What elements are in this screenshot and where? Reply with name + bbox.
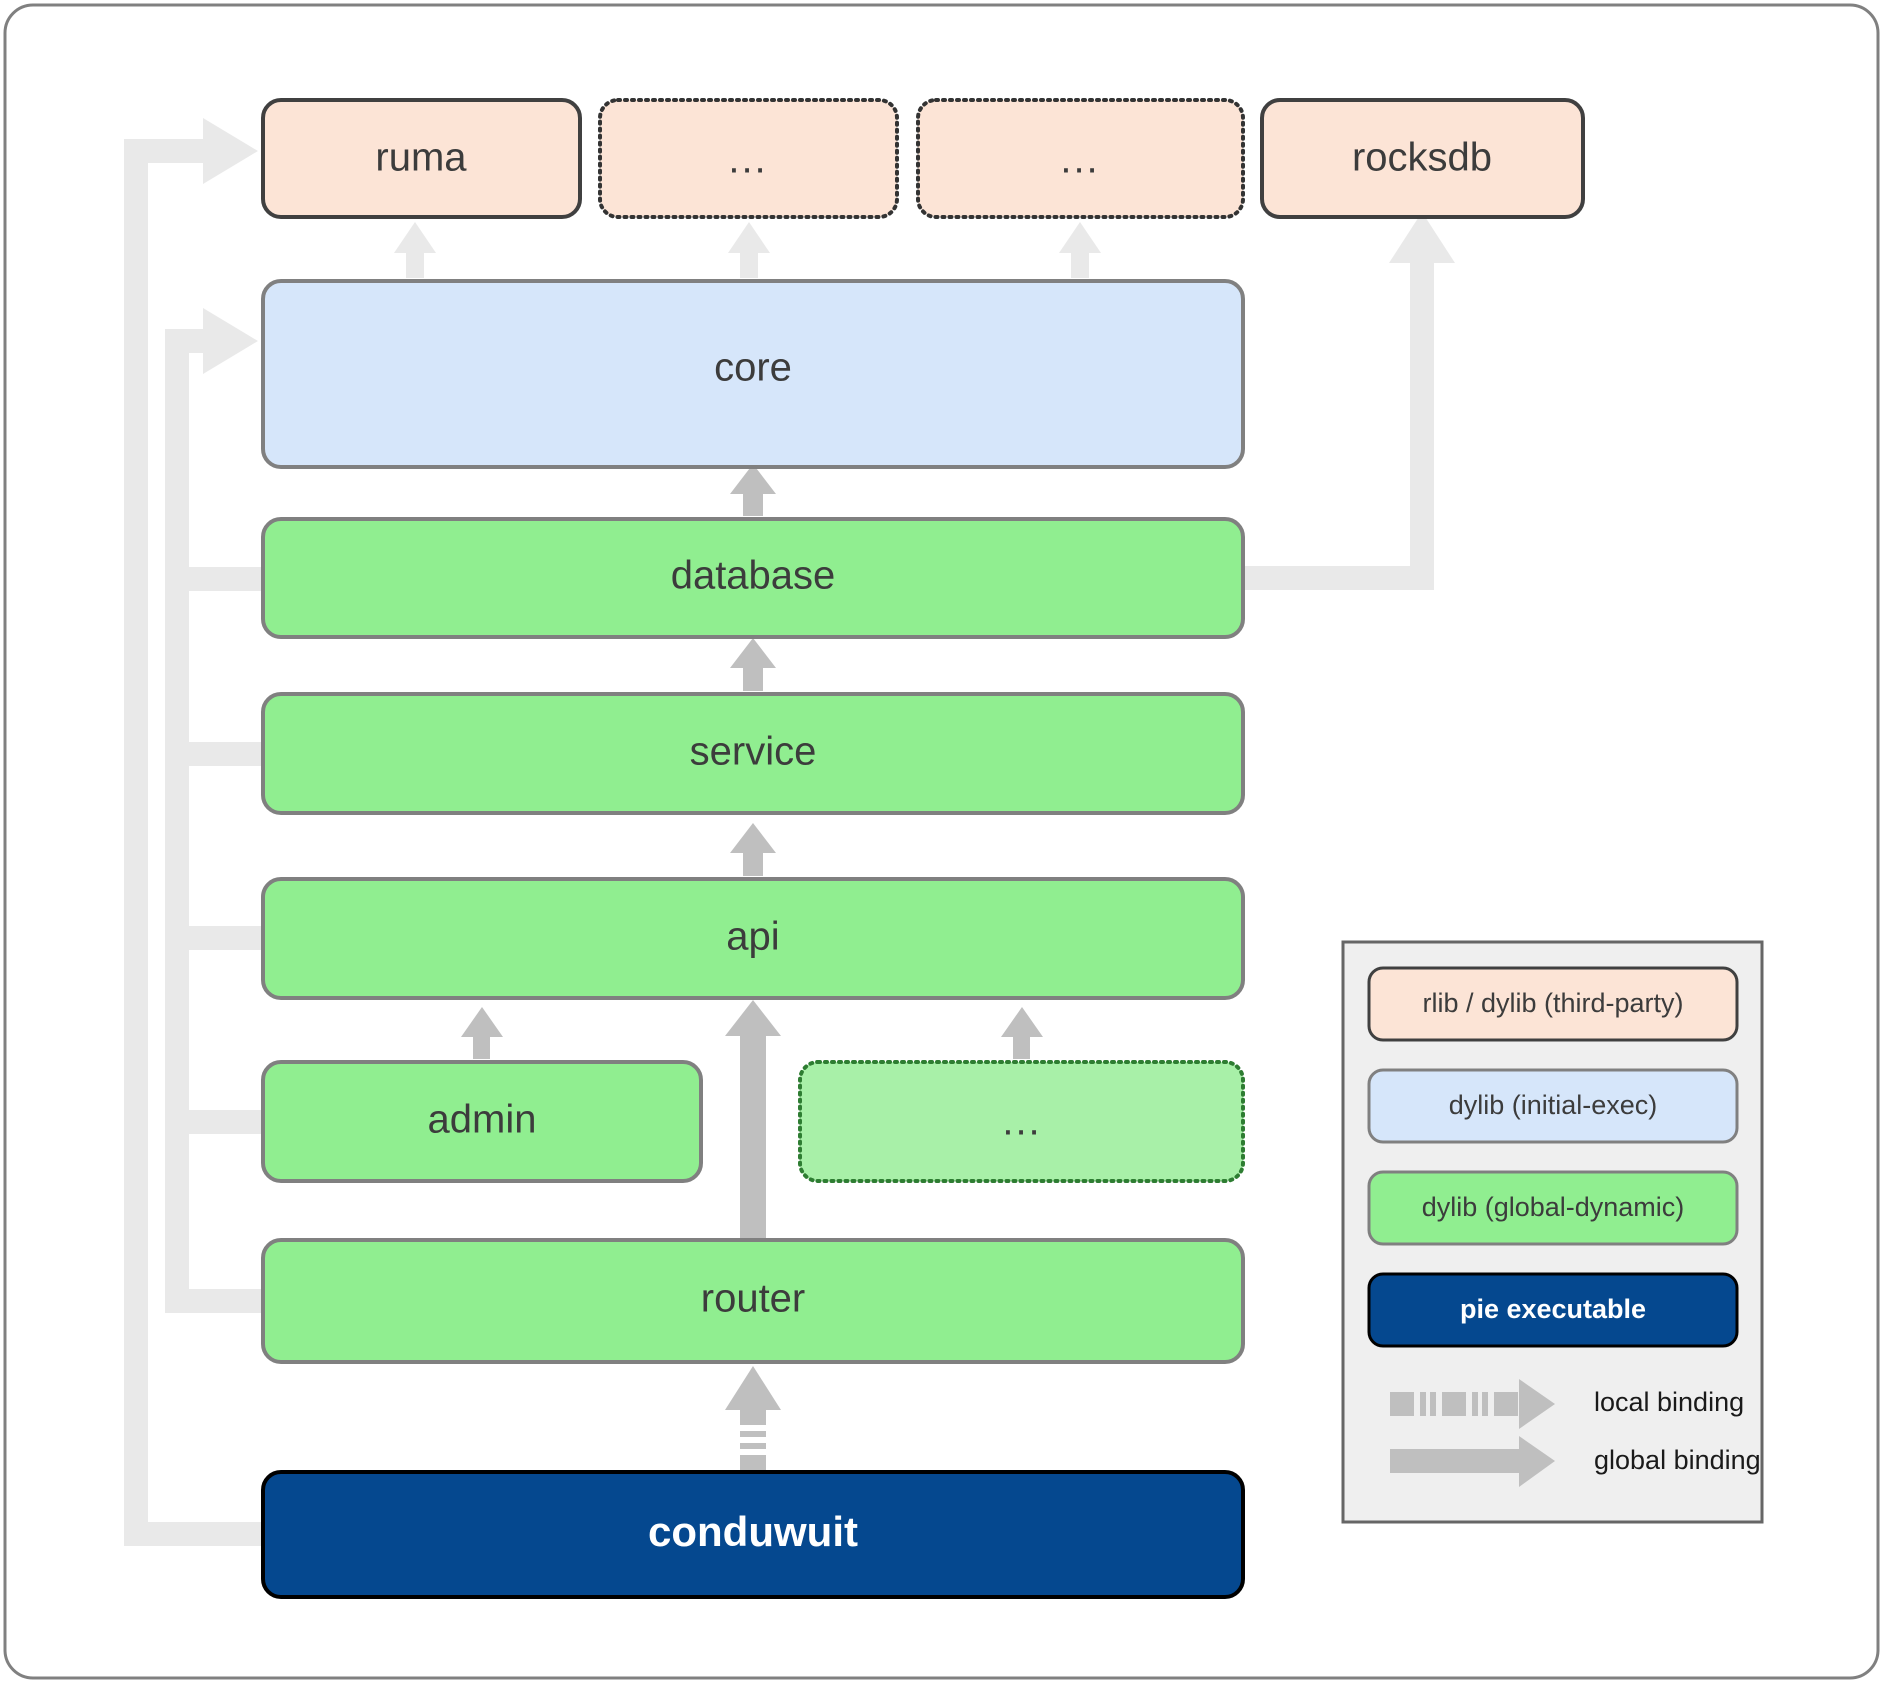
edge-admin-to-api <box>461 1007 503 1059</box>
node-service-placeholder-label: ... <box>1002 1100 1041 1144</box>
node-database-label: database <box>671 554 836 598</box>
node-admin-label: admin <box>428 1098 537 1142</box>
node-api-label: api <box>726 915 779 959</box>
legend-arrow-local-binding: local binding <box>1390 1379 1744 1429</box>
edge-api-to-service <box>730 823 776 876</box>
node-service-placeholder[interactable]: ... <box>798 1060 1245 1183</box>
node-api[interactable]: api <box>261 877 1245 1000</box>
edge-service-to-database <box>730 638 776 691</box>
edge-database-to-core <box>730 464 776 516</box>
edge-database-to-rocksdb <box>1243 212 1455 590</box>
node-router-label: router <box>701 1277 806 1321</box>
legend-swatch-third-party[interactable]: rlib / dylib (third-party) <box>1367 966 1739 1042</box>
node-database[interactable]: database <box>261 517 1245 639</box>
edge-core-to-ruma <box>394 222 436 278</box>
node-core-label: core <box>714 346 792 390</box>
legend-arrow-global-binding-label: global binding <box>1594 1445 1761 1475</box>
node-router[interactable]: router <box>261 1238 1245 1364</box>
node-ruma[interactable]: ruma <box>261 98 582 219</box>
legend-swatch-pie-executable-label: pie executable <box>1460 1294 1646 1324</box>
legend-arrow-local-binding-label: local binding <box>1594 1387 1744 1417</box>
legend-panel: rlib / dylib (third-party) dylib (initia… <box>1341 940 1764 1524</box>
edge-core-to-placeholder-2 <box>1059 222 1101 278</box>
node-admin[interactable]: admin <box>261 1060 703 1183</box>
node-rocksdb[interactable]: rocksdb <box>1260 98 1585 219</box>
edge-placeholder-service-to-api <box>1001 1007 1043 1059</box>
node-conduwuit[interactable]: conduwuit <box>261 1470 1245 1599</box>
legend-swatch-global-dynamic[interactable]: dylib (global-dynamic) <box>1367 1170 1739 1246</box>
node-ruma-label: ruma <box>375 136 467 180</box>
node-service[interactable]: service <box>261 692 1245 815</box>
node-third-party-placeholder-1[interactable]: ... <box>598 98 899 219</box>
legend-swatch-third-party-label: rlib / dylib (third-party) <box>1422 988 1683 1018</box>
node-rocksdb-label: rocksdb <box>1352 136 1492 180</box>
legend-swatch-initial-exec-label: dylib (initial-exec) <box>1449 1090 1658 1120</box>
node-third-party-placeholder-2-label: ... <box>1060 138 1099 182</box>
edge-conduwuit-to-ruma <box>124 118 263 1546</box>
node-layer: ruma ... ... rocksdb core <box>261 98 1585 1599</box>
legend-arrow-global-binding: global binding <box>1390 1436 1761 1487</box>
edge-core-to-placeholder-1 <box>728 222 770 278</box>
edge-layer <box>124 118 1455 1546</box>
node-third-party-placeholder-1-label: ... <box>728 138 767 182</box>
node-third-party-placeholder-2[interactable]: ... <box>916 98 1245 219</box>
legend-swatch-initial-exec[interactable]: dylib (initial-exec) <box>1367 1068 1739 1144</box>
edge-router-to-api <box>725 1000 781 1240</box>
edge-router-rail <box>165 308 263 1313</box>
legend-swatch-global-dynamic-label: dylib (global-dynamic) <box>1422 1192 1685 1222</box>
node-service-label: service <box>690 730 817 774</box>
legend-swatch-pie-executable[interactable]: pie executable <box>1367 1272 1739 1348</box>
node-conduwuit-label: conduwuit <box>648 1508 858 1555</box>
node-core[interactable]: core <box>261 279 1245 469</box>
